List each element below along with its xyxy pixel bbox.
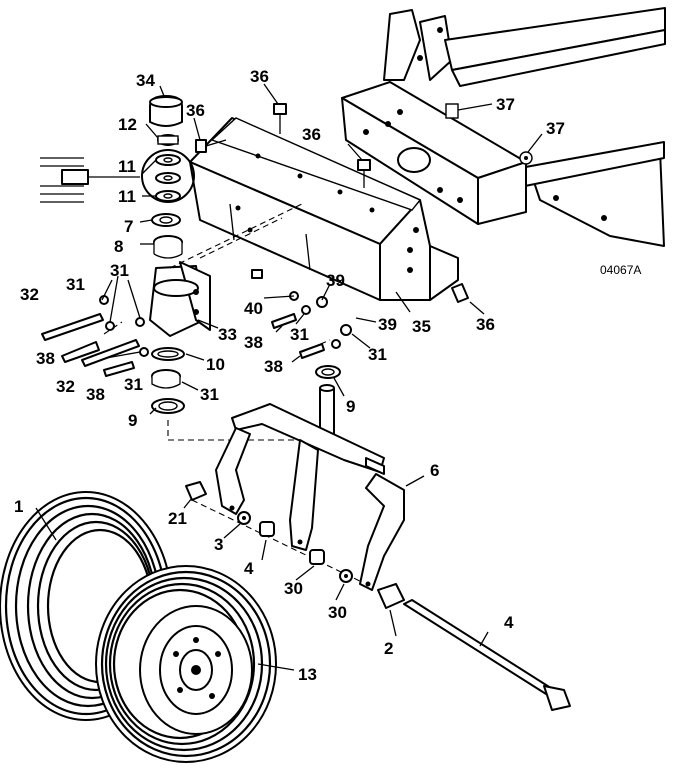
callout-31: 31 [368,345,387,364]
fork-hardware [185,481,405,609]
callout-8: 8 [114,237,123,256]
callout-30: 4 [244,559,254,578]
callout-31: 31 [124,375,143,394]
callout-32: 32 [56,377,75,396]
callout-34: 34 [136,71,155,90]
callout-32: 32 [20,285,39,304]
callout-36: 36 [250,67,269,86]
wheel-detail-sketch [40,157,140,203]
fastener-37 [445,103,533,165]
leader-lines [35,83,543,671]
callout-33: 33 [218,325,237,344]
dual-wheels [0,491,277,763]
callout-36: 36 [186,101,205,120]
callout-39: 39 [326,271,345,290]
callout-31: 31 [66,275,85,294]
callout-40: 40 [244,299,263,318]
callout-7: 7 [124,217,133,236]
callout-9: 9 [346,397,355,416]
caster-hardware-stack [141,95,211,414]
callout-9: 31 [200,385,219,404]
callout-4: 30 [328,603,347,622]
callout-3: 21 [168,509,187,528]
caster-mount-bracket [189,117,459,301]
callout-12: 12 [118,115,137,134]
callout-38: 38 [36,349,55,368]
callout-31: 31 [290,325,309,344]
callout-11: 11 [118,187,136,206]
callout-21: 1 [14,497,23,516]
callout-38: 38 [264,357,283,376]
callout-31: 31 [110,261,129,280]
callout-35: 35 [412,317,431,336]
caster-fork [215,384,405,591]
callout-10: 10 [206,355,225,374]
callout-13: 2 [384,639,393,658]
axle-bolt [403,599,571,711]
callout-38: 38 [244,333,263,352]
bolts-left [41,295,149,377]
callout-labels: 34 12 36 11 11 7 8 36 36 37 37 04067A 31… [14,67,641,684]
figure-id: 04067A [600,263,641,277]
callout-36: 36 [476,315,495,334]
spindle-bearing [315,365,341,379]
callout-11: 11 [118,157,136,176]
bolt-36 [195,103,469,303]
callout-1: 6 [430,461,439,480]
callout-2: 4 [504,613,514,632]
callout-39: 39 [378,315,397,334]
callout-4: 3 [214,535,223,554]
callout-37: 37 [546,119,565,138]
callout-38: 38 [86,385,105,404]
callout-37: 37 [496,95,515,114]
callout-6: 9 [128,411,137,430]
callout-21: 13 [298,665,317,684]
callout-36: 36 [302,125,321,144]
callout-30: 30 [284,579,303,598]
